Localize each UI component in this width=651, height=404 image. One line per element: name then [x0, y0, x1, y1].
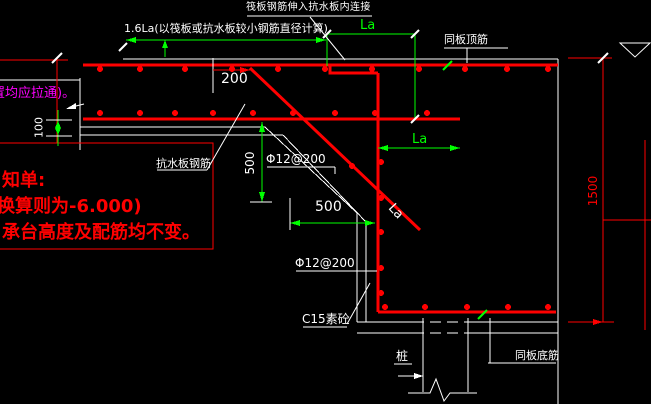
white-leader-arrows	[66, 103, 423, 379]
phi-upper-label: Φ12@200	[266, 152, 326, 166]
la-dim-mid-label: La	[412, 132, 428, 147]
rebar-lines	[83, 63, 558, 314]
notice-line-1: 知单:	[2, 170, 46, 191]
white-extension-lines	[46, 15, 556, 377]
pile-label: 桩	[396, 349, 409, 363]
notice-line-3: 承台高度及配筋均不变。	[2, 222, 200, 243]
slab-rebar-label: 抗水板钢筋	[156, 157, 211, 170]
dim-1500-label: 1500	[586, 175, 600, 207]
c15-concrete-label: C15素砼	[302, 312, 350, 326]
la-dim-top-label: La	[360, 18, 376, 33]
concrete-outline	[0, 58, 559, 404]
pile-outline	[408, 318, 477, 403]
notice-box-border	[0, 142, 214, 250]
red-dim-arrows	[240, 67, 603, 325]
dim-100-label: 100	[32, 117, 46, 138]
green-connection-ticks	[442, 60, 488, 320]
green-dimension-lines	[57, 33, 460, 224]
green-dim-arrows	[55, 37, 460, 226]
top-bar-label: 同板顶筋	[444, 33, 488, 46]
dimension-ticks	[51, 29, 609, 124]
red-dimension-lines	[0, 57, 651, 330]
pull-through-note: 置均应拉通)。	[0, 86, 76, 101]
dim-500-horizontal-label: 500	[315, 199, 342, 215]
notice-line-2: 换算则为-6.000)	[0, 196, 142, 217]
anchorage-note-label: 1.6La(以筏板或抗水板较小钢筋直径计算)	[124, 22, 328, 35]
bottom-bar-label: 同板底筋	[515, 349, 559, 362]
level-triangle-icon	[618, 42, 651, 58]
top-note-label: 筏板钢筋伸入抗水板内连接	[246, 2, 371, 13]
phi-lower-label: Φ12@200	[295, 256, 355, 270]
dim-500-vertical-label: 500	[243, 151, 257, 175]
rebar-dots	[97, 66, 551, 310]
dim-200-label: 200	[221, 71, 248, 87]
